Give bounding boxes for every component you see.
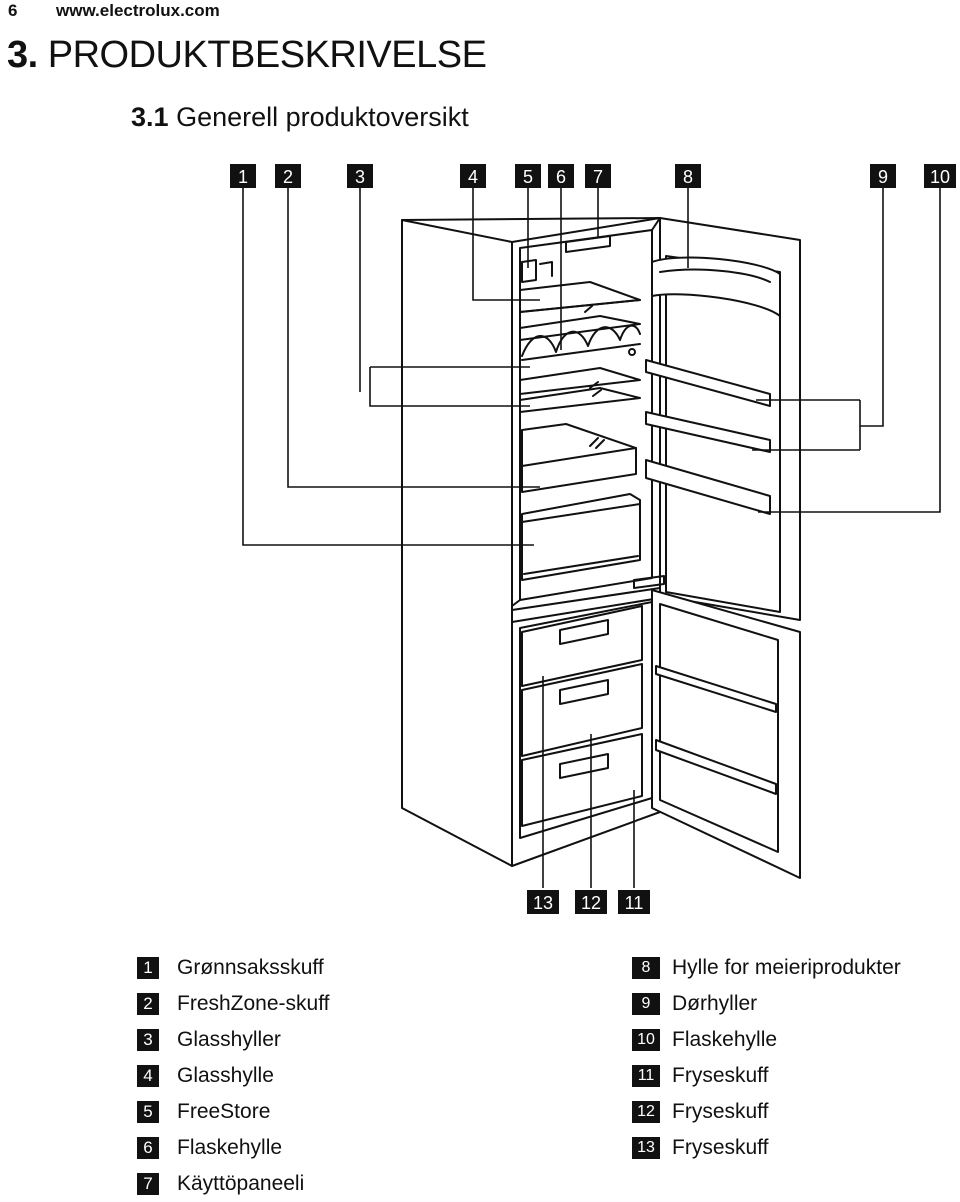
section-number: 3.	[7, 34, 38, 76]
legend-number: 9	[632, 993, 660, 1015]
callout-label: 4	[468, 167, 478, 187]
callout-label: 7	[593, 167, 603, 187]
legend-number: 12	[632, 1101, 660, 1123]
callout-label: 6	[556, 167, 566, 187]
fridge-diagram: 1 2 3 4 5 6 7 8 9 10 13 12 11	[230, 164, 956, 914]
legend-number: 11	[632, 1065, 660, 1087]
callout-5	[515, 164, 541, 188]
section-title-text: PRODUKTBESKRIVELSE	[47, 34, 487, 76]
legend-label: FreshZone-skuff	[177, 992, 330, 1015]
callout-11	[618, 890, 650, 914]
callout-label: 10	[930, 167, 950, 187]
legend-item: 3 Glasshyller	[137, 1022, 330, 1058]
legend-number: 8	[632, 957, 660, 979]
callout-7	[585, 164, 611, 188]
legend-number: 7	[137, 1173, 159, 1195]
legend-label: Fryseskuff	[672, 1136, 769, 1159]
callout-label: 9	[878, 167, 888, 187]
legend-number: 1	[137, 957, 159, 979]
callout-2	[275, 164, 301, 188]
callout-12	[575, 890, 607, 914]
legend-label: Glasshyller	[177, 1028, 281, 1051]
legend-number: 4	[137, 1065, 159, 1087]
callout-label: 2	[283, 167, 293, 187]
callout-label: 5	[523, 167, 533, 187]
callout-10	[924, 164, 956, 188]
legend-item: 1 Grønnsaksskuff	[137, 950, 330, 986]
callout-3	[347, 164, 373, 188]
control-panel	[521, 235, 611, 283]
callout-label: 8	[683, 167, 693, 187]
section-title: 3. PRODUKTBESKRIVELSE	[7, 32, 487, 78]
legend-number: 13	[632, 1137, 660, 1159]
legend-label: FreeStore	[177, 1100, 271, 1123]
legend-item: 8 Hylle for meieriprodukter	[632, 950, 901, 986]
callout-8	[675, 164, 701, 188]
leader-lines	[242, 188, 941, 888]
freezer-door	[633, 575, 801, 879]
cabinet-outline	[401, 217, 661, 867]
legend-right: 8 Hylle for meieriprodukter 9 Dørhyller 10…	[632, 950, 901, 1166]
legend-item: 5 FreeStore	[137, 1094, 330, 1130]
legend-number: 10	[632, 1029, 660, 1051]
legend-number: 6	[137, 1137, 159, 1159]
callout-4	[460, 164, 486, 188]
vegetable-drawer	[521, 493, 641, 581]
callout-6	[548, 164, 574, 188]
callout-13	[527, 890, 559, 914]
subsection-title: 3.1 Generell produktoversikt	[131, 100, 469, 134]
freshzone-drawer	[521, 423, 637, 493]
website-link[interactable]: www.electrolux.com	[56, 1, 220, 20]
legend-label: Grønnsaksskuff	[177, 956, 324, 979]
callout-boxes	[230, 164, 956, 914]
callout-9	[870, 164, 896, 188]
fridge-door	[645, 217, 801, 621]
legend-number: 5	[137, 1101, 159, 1123]
callout-label: 1	[238, 167, 248, 187]
legend-item: 2 FreshZone-skuff	[137, 986, 330, 1022]
legend-item: 10 Flaskehylle	[632, 1022, 901, 1058]
legend-number: 3	[137, 1029, 159, 1051]
callout-label: 13	[533, 893, 553, 913]
legend-label: Hylle for meieriprodukter	[672, 956, 901, 979]
legend-item: 4 Glasshylle	[137, 1058, 330, 1094]
callout-1	[230, 164, 256, 188]
subsection-number: 3.1	[131, 102, 169, 132]
legend-number: 2	[137, 993, 159, 1015]
legend-label: Glasshylle	[177, 1064, 274, 1087]
subsection-title-text: Generell produktoversikt	[176, 102, 469, 132]
callout-label: 3	[355, 167, 365, 187]
page-header: 6 www.electrolux.com	[8, 0, 220, 22]
legend-item: 12 Fryseskuff	[632, 1094, 901, 1130]
freezer-drawers	[521, 605, 643, 827]
legend-item: 6 Flaskehylle	[137, 1130, 330, 1166]
callout-label: 11	[625, 893, 644, 913]
legend-label: Dørhyller	[672, 992, 758, 1015]
callout-labels: 1 2 3 4 5 6 7 8 9 10 13 12 11	[238, 167, 950, 913]
glass-shelves	[519, 281, 641, 413]
legend-label: Flaskehylle	[177, 1136, 283, 1159]
callout-label: 12	[581, 893, 601, 913]
legend-item: 11 Fryseskuff	[632, 1058, 901, 1094]
legend-label: Flaskehylle	[672, 1028, 778, 1051]
legend-item: 9 Dørhyller	[632, 986, 901, 1022]
legend-item: 13 Fryseskuff	[632, 1130, 901, 1166]
legend-label: Fryseskuff	[672, 1100, 769, 1123]
legend-item: 7 Käyttöpaneeli	[137, 1166, 330, 1202]
bottle-rack	[519, 315, 641, 361]
legend-label: Fryseskuff	[672, 1064, 769, 1087]
legend-label: Käyttöpaneeli	[177, 1172, 305, 1195]
page-number: 6	[8, 1, 18, 20]
